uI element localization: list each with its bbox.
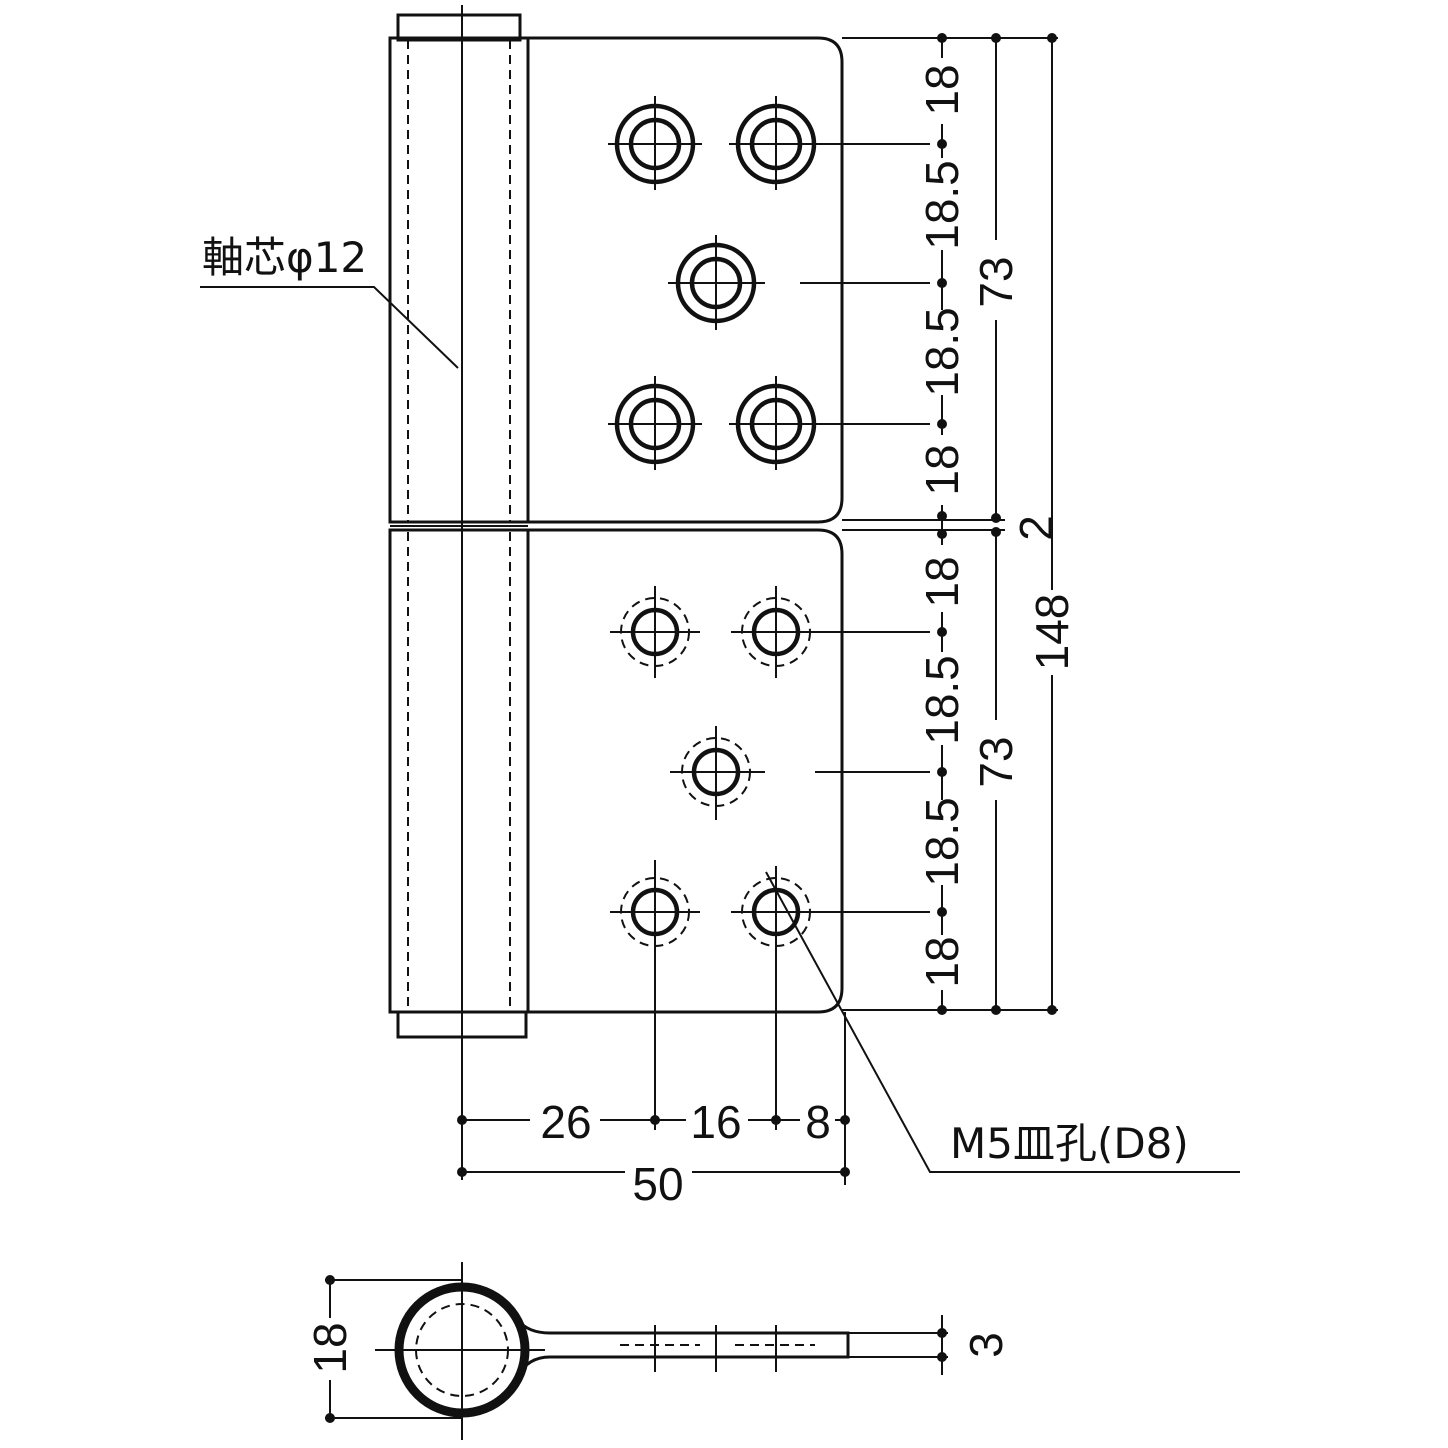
dim-bot-18-5a: 18.5 <box>916 655 968 745</box>
top-leaf <box>528 36 844 524</box>
dim-bot-18a: 18 <box>916 556 968 607</box>
hole-bottom-2 <box>731 586 821 678</box>
dim-total-148: 148 <box>1026 594 1078 671</box>
hole-bottom-3 <box>670 726 765 820</box>
hole-top-5 <box>729 376 823 470</box>
dim-top-18-5a: 18.5 <box>916 160 968 250</box>
horizontal-dimensions: 26 16 8 50 <box>457 1012 850 1210</box>
hole-bottom-4 <box>610 860 700 1130</box>
hole-bottom-1 <box>610 586 700 678</box>
hole-top-2 <box>729 96 823 190</box>
dim-bot-18b: 18 <box>916 936 968 987</box>
hole-spec-leader: M5皿孔(D8) <box>765 871 1240 1173</box>
dim-bot-18-5b: 18.5 <box>916 797 968 887</box>
pin-core-label: 軸芯φ12 <box>202 233 367 282</box>
dim-top-73: 73 <box>970 256 1022 307</box>
dim-w-8: 8 <box>805 1096 831 1148</box>
hole-top-3 <box>668 235 765 330</box>
hinge-knuckle <box>388 5 530 1180</box>
side-view: 18 3 <box>304 1262 1012 1440</box>
dim-gap-2: 2 <box>1010 515 1062 541</box>
dim-bot-73: 73 <box>970 736 1022 787</box>
hole-top-1 <box>608 96 702 190</box>
dim-top-18b: 18 <box>916 444 968 495</box>
dim-w-16: 16 <box>690 1096 741 1148</box>
dim-top-18-5b: 18.5 <box>916 307 968 397</box>
dim-w-26: 26 <box>540 1096 591 1148</box>
hole-bottom-5 <box>731 866 821 1130</box>
top-holes <box>608 96 823 470</box>
dim-w-50: 50 <box>632 1158 683 1210</box>
vertical-dimensions: 18 18.5 18.5 18 73 2 148 18 18.5 18.5 18… <box>800 33 1078 1015</box>
dim-side-18: 18 <box>304 1322 356 1373</box>
hole-spec-label: M5皿孔(D8) <box>950 1119 1189 1168</box>
hole-top-4 <box>608 376 702 470</box>
bottom-holes <box>610 586 821 1130</box>
dim-top-18a: 18 <box>916 64 968 115</box>
pin-leader: 軸芯φ12 <box>200 233 459 369</box>
dim-side-3: 3 <box>960 1332 1012 1358</box>
